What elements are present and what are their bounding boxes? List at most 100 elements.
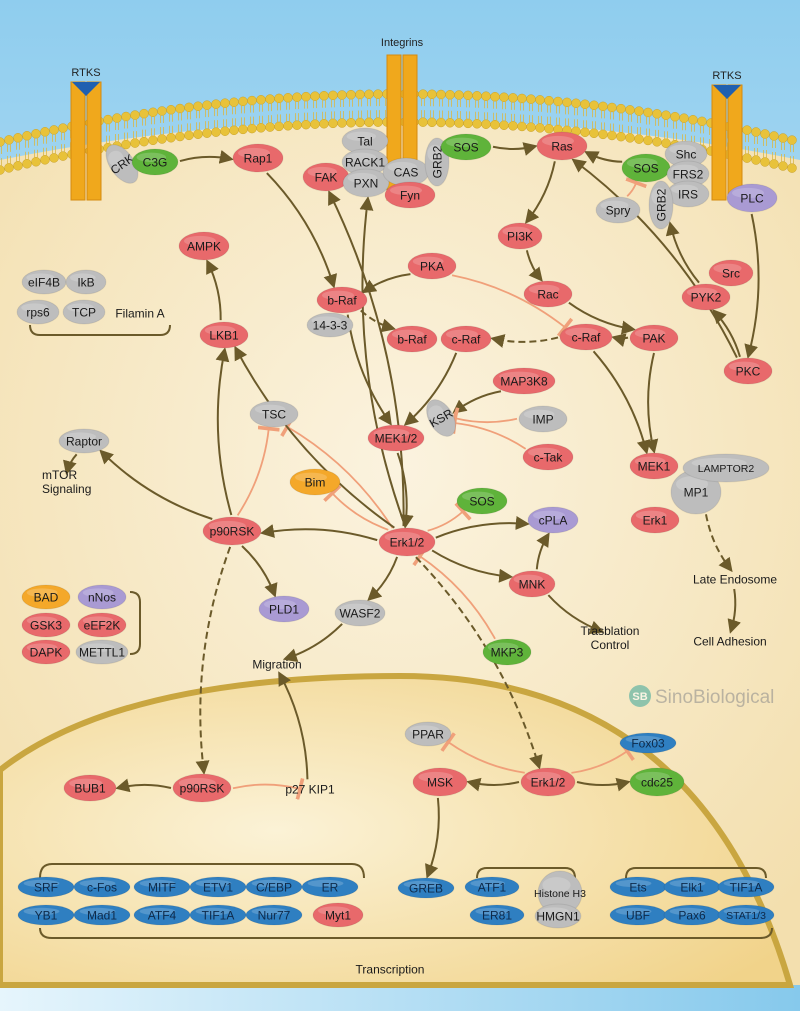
node-braf1[interactable]: b-Raf [316,286,368,314]
node-ras[interactable]: Ras [536,131,588,161]
node-nnos[interactable]: nNos [77,584,127,610]
node-src[interactable]: Src [708,259,754,287]
node-mitf[interactable]: MITF [133,876,191,898]
node-wasf2[interactable]: WASF2 [334,599,386,627]
node-ksr[interactable]: KSR [420,394,462,441]
node-cdc25[interactable]: cdc25 [629,767,685,797]
node-spry[interactable]: Spry [595,196,641,224]
node-craf1[interactable]: c-Raf [440,325,492,353]
node-pld1[interactable]: PLD1 [258,595,310,623]
node-atf4[interactable]: ATF4 [133,904,191,926]
node-cpla[interactable]: cPLA [527,506,579,534]
node-bub1[interactable]: BUB1 [63,774,117,802]
node-pxn[interactable]: PXN [342,168,390,198]
node-sos1[interactable]: SOS [440,133,492,161]
node-rack1[interactable]: RACK1 [341,148,389,176]
node-elk1[interactable]: Elk1 [663,876,721,898]
node-mnk[interactable]: MNK [508,570,556,598]
node-label: c-Raf [452,332,481,346]
node-pyk2[interactable]: PYK2 [681,283,731,311]
node-pak[interactable]: PAK [629,324,679,352]
node-imp[interactable]: IMP [518,405,568,433]
node-fyn[interactable]: Fyn [384,181,436,209]
node-craf2[interactable]: c-Raf [559,323,613,351]
node-pax6[interactable]: Pax6 [663,904,721,926]
node-pi3k[interactable]: PI3K [497,222,543,250]
node-eef2k[interactable]: eEF2K [77,612,127,638]
node-lamptor2[interactable]: LAMPTOR2 [682,453,770,483]
node-erk1[interactable]: Erk1 [630,506,680,534]
node-tif1a1[interactable]: TIF1A [189,904,247,926]
node-gsk3[interactable]: GSK3 [21,612,71,638]
node-ampk[interactable]: AMPK [178,231,230,261]
node-atf1[interactable]: ATF1 [464,876,520,898]
node-msk[interactable]: MSK [412,767,468,797]
node-eif4b[interactable]: eIF4B [21,269,67,295]
node-mp1[interactable]: MP1 [670,469,722,515]
node-mkp3[interactable]: MKP3 [482,638,532,666]
node-hmgn1[interactable]: HMGN1 [534,903,582,929]
node-cfos[interactable]: c-Fos [73,876,131,898]
node-ikb[interactable]: IkB [65,269,107,295]
node-tal[interactable]: Tal [341,127,389,155]
node-yb1[interactable]: YB1 [17,904,75,926]
node-rac[interactable]: Rac [523,280,573,308]
node-rap1[interactable]: Rap1 [232,143,284,173]
node-lateendo[interactable]: Late Endosome [693,572,777,586]
node-mek12[interactable]: MEK1/2 [367,424,425,452]
node-cas[interactable]: CAS [382,157,430,187]
node-etv1[interactable]: ETV1 [189,876,247,898]
node-celladh[interactable]: Cell Adhesion [693,634,766,648]
node-raptor[interactable]: Raptor [58,428,110,454]
node-ctak[interactable]: c-Tak [522,443,574,471]
node-braf2[interactable]: b-Raf [386,325,438,353]
node-p90rsk2[interactable]: p90RSK [172,773,232,803]
node-nur77[interactable]: Nur77 [245,904,303,926]
node-mek1[interactable]: MEK1 [629,452,679,480]
node-transcription[interactable]: Transcription [356,962,425,976]
node-frs2[interactable]: FRS2 [666,160,710,188]
node-pka[interactable]: PKA [407,252,457,280]
node-ets[interactable]: Ets [609,876,667,898]
node-p1433[interactable]: 14-3-3 [306,312,354,338]
node-mad1[interactable]: Mad1 [73,904,131,926]
node-pkc[interactable]: PKC [723,357,773,385]
node-p90rsk1[interactable]: p90RSK [202,516,262,546]
node-ppar[interactable]: PPAR [404,721,452,747]
node-filamin[interactable]: Filamin A [115,306,164,320]
node-sos2[interactable]: SOS [621,153,671,183]
node-srf[interactable]: SRF [17,876,75,898]
node-tif1a2[interactable]: TIF1A [717,876,775,898]
node-dapk[interactable]: DAPK [21,639,71,665]
node-tsc[interactable]: TSC [249,400,299,428]
node-plc[interactable]: PLC [726,183,778,213]
node-rps6[interactable]: rps6 [16,299,60,325]
node-grb2b[interactable]: GRB2 [648,180,674,230]
node-bim[interactable]: Bim [289,468,341,496]
node-cebp[interactable]: C/EBP [245,876,303,898]
node-p27[interactable]: p27 KIP1 [285,782,335,796]
node-er[interactable]: ER [301,876,359,898]
node-erk12b[interactable]: Erk1/2 [520,767,576,797]
node-irs[interactable]: IRS [666,180,710,208]
node-lkb1[interactable]: LKB1 [199,321,249,349]
node-stat13[interactable]: STAT1/3 [717,904,775,926]
node-tcp[interactable]: TCP [62,299,106,325]
node-bad[interactable]: BAD [21,584,71,610]
node-greb[interactable]: GREB [397,877,455,899]
node-erk12a[interactable]: Erk1/2 [378,527,436,557]
node-myt1[interactable]: Myt1 [312,902,364,928]
node-ubf[interactable]: UBF [609,904,667,926]
node-fox03[interactable]: Fox03 [619,732,677,754]
node-er81[interactable]: ER81 [469,904,525,926]
node-histone[interactable]: Histone H3 [534,870,586,916]
node-crk[interactable]: CRK [99,139,145,190]
node-migration[interactable]: Migration [252,657,301,671]
node-sos3[interactable]: SOS [456,487,508,515]
node-map3k8[interactable]: MAP3K8 [492,367,556,395]
node-mettl1[interactable]: METTL1 [75,639,129,665]
node-c3g[interactable]: C3G [131,148,179,176]
node-fak[interactable]: FAK [302,162,350,192]
